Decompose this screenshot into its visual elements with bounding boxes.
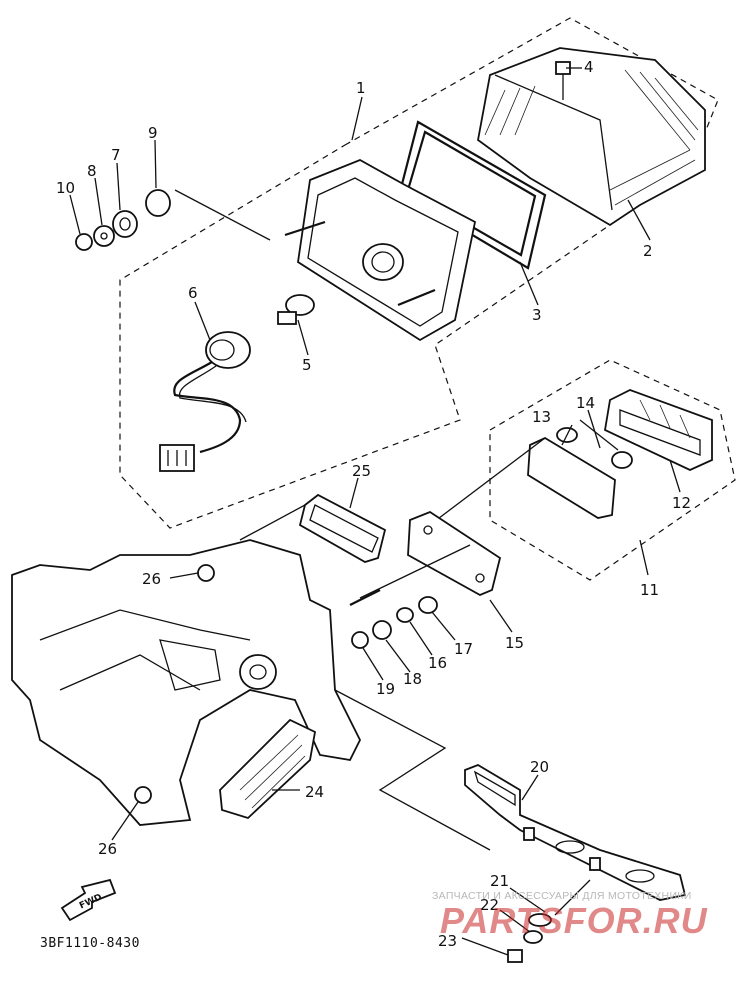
callout-23: 23 <box>438 932 457 950</box>
callout-26-lower: 26 <box>98 840 117 858</box>
reflector-guide-line <box>239 504 306 541</box>
callout-15: 15 <box>505 634 524 652</box>
license-plate-stay <box>464 764 687 901</box>
callout-19: 19 <box>376 680 395 698</box>
assembly-guide-line <box>334 689 491 851</box>
callout-25: 25 <box>352 462 371 480</box>
taillight-lens <box>477 47 706 227</box>
bracket-fasteners <box>351 596 438 649</box>
forward-direction-arrow: FWD <box>60 878 117 922</box>
reflector-plate <box>298 493 387 563</box>
callout-gasket: 3 <box>532 306 542 324</box>
callout-14: 14 <box>576 394 595 412</box>
tail-bulb <box>277 294 315 325</box>
diagram-code: 3BF1110-8430 <box>40 936 140 951</box>
callout-10: 10 <box>56 179 75 197</box>
mounting-hardware-stack <box>75 189 271 251</box>
taillight-housing <box>284 159 477 342</box>
callout-24: 24 <box>305 783 324 801</box>
flasher-group-outline <box>489 359 736 581</box>
flange-nut-lower <box>134 786 152 804</box>
lens-gasket <box>398 120 547 270</box>
callout-numbers: 1 4 2 3 5 6 7 8 9 10 11 12 13 14 15 16 1… <box>56 58 691 950</box>
callout-20: 20 <box>530 758 549 776</box>
bulb-socket-harness <box>159 331 251 472</box>
watermark-logo: PARTSFOR.RU <box>440 900 708 941</box>
callout-18: 18 <box>403 670 422 688</box>
fastener-guide-line <box>554 879 591 916</box>
callout-8: 8 <box>87 162 97 180</box>
flange-nut-upper <box>197 564 215 582</box>
callout-lens: 2 <box>643 242 653 260</box>
callout-21: 21 <box>490 872 509 890</box>
callout-22: 22 <box>480 896 499 914</box>
callout-12: 12 <box>672 494 691 512</box>
callout-17: 17 <box>454 640 473 658</box>
callout-2-screw: 4 <box>584 58 594 76</box>
callout-26-upper: 26 <box>142 570 161 588</box>
license-light-case <box>527 436 616 519</box>
rear-reflector <box>219 718 317 820</box>
license-light-bracket <box>349 510 502 606</box>
callout-1: 1 <box>356 79 366 97</box>
callout-13: 13 <box>532 408 551 426</box>
callout-leaders <box>69 67 681 956</box>
callout-bulb: 5 <box>302 356 312 374</box>
callout-16: 16 <box>428 654 447 672</box>
callout-7: 7 <box>111 146 121 164</box>
callout-socket: 6 <box>188 284 198 302</box>
watermark-tagline: ЗАПЧАСТИ И АКСЕССУАРЫ ДЛЯ МОТОТЕХНИКИ <box>432 890 692 902</box>
callout-11: 11 <box>640 581 659 599</box>
callout-9: 9 <box>148 124 158 142</box>
stay-fasteners <box>507 913 552 963</box>
rear-fender <box>11 539 362 826</box>
license-light-lens <box>604 389 713 471</box>
